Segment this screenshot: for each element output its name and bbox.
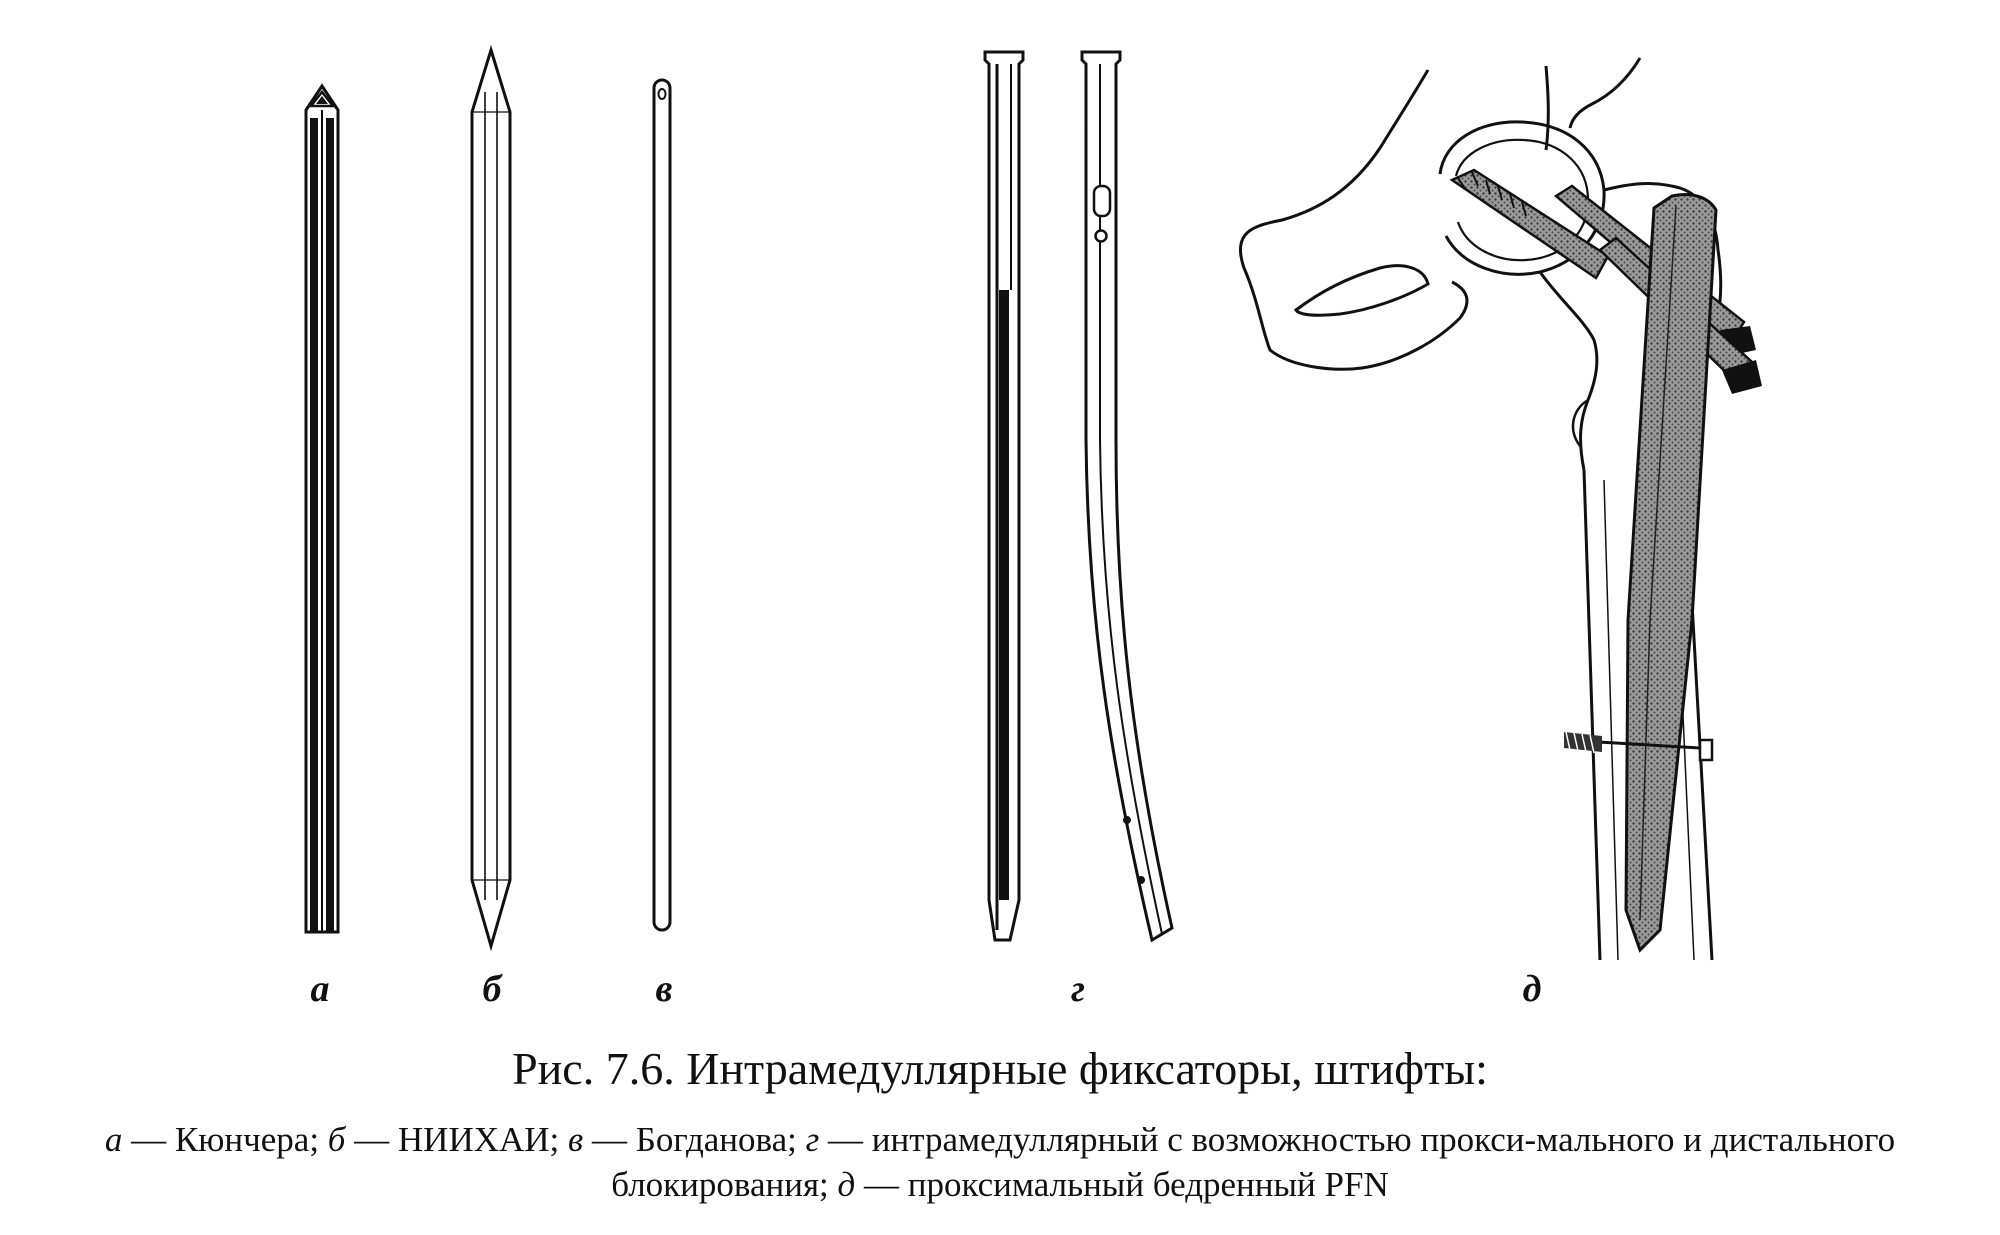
legend-text-g: — интрамедуллярный с возможностью прокси… <box>611 1120 1896 1204</box>
legend-text-v: — Богданова; <box>583 1120 806 1159</box>
bogdanov-nail-drawing <box>652 78 672 932</box>
figure-illustration <box>304 44 1762 961</box>
pfn-femur-drawing <box>1238 57 1762 961</box>
interlocking-nail-drawing <box>983 50 1174 943</box>
panel-label-a: а <box>310 968 330 1010</box>
legend-text-a: — Кюнчера; <box>122 1120 328 1159</box>
legend-letter-g: г <box>805 1120 820 1159</box>
legend-letter-v: в <box>568 1120 584 1159</box>
kuntscher-nail-drawing <box>304 83 340 934</box>
figure-caption-title: Рис. 7.6. Интрамедуллярные фиксаторы, шт… <box>512 1043 1488 1094</box>
panel-label-g: г <box>1070 968 1086 1010</box>
panel-label-d: д <box>1522 968 1542 1010</box>
legend-letter-d: д <box>837 1164 856 1204</box>
panel-label-v: в <box>655 968 673 1010</box>
legend-letter-a: а <box>104 1120 123 1159</box>
legend-letter-b: б <box>327 1120 346 1159</box>
legend-text-b: — НИИХАИ; <box>345 1120 569 1159</box>
legend-text-d: — проксимальный бедренный PFN <box>855 1164 1389 1204</box>
figure-caption-legend: а — Кюнчера; б — НИИХАИ; в — Богданова; … <box>100 1118 1900 1208</box>
panel-label-b: б <box>482 968 502 1010</box>
niikhai-nail-drawing <box>470 44 512 952</box>
